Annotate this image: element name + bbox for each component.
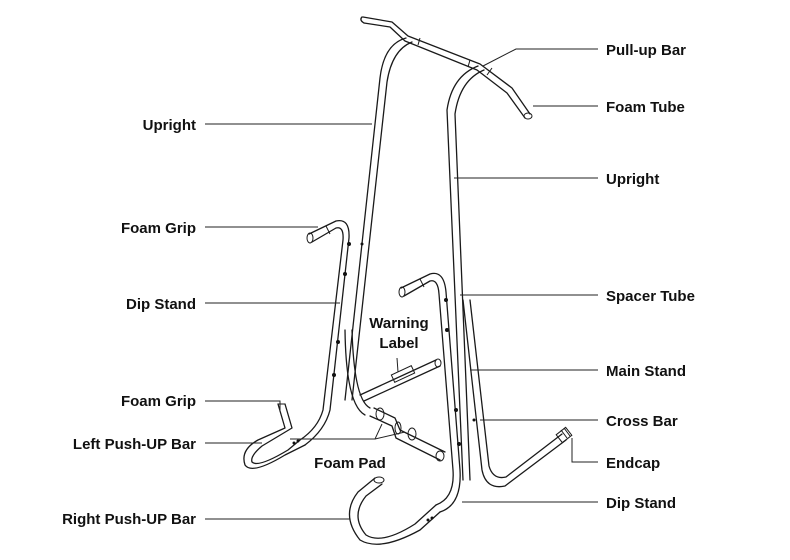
label-warning-line2: Label bbox=[379, 335, 418, 352]
left-push-up-bar-shape bbox=[243, 403, 306, 469]
label-pull-up-bar: Pull-up Bar bbox=[606, 42, 686, 59]
right-push-up-bar-shape bbox=[348, 476, 441, 545]
pull-up-bar-shape bbox=[360, 16, 533, 120]
left-dip-stand-shape bbox=[299, 219, 350, 446]
right-dip-stand-shape bbox=[398, 272, 461, 513]
label-foam-grip-lower: Foam Grip bbox=[121, 393, 196, 410]
label-main-stand: Main Stand bbox=[606, 363, 686, 380]
main-stand-shape bbox=[344, 299, 567, 488]
label-endcap: Endcap bbox=[606, 455, 660, 472]
power-tower-illustration bbox=[243, 16, 573, 545]
leader-lines bbox=[205, 48, 598, 520]
label-upright-left: Upright bbox=[143, 117, 196, 134]
label-foam-grip-upper: Foam Grip bbox=[121, 220, 196, 237]
label-right-push-up-bar: Right Push-UP Bar bbox=[62, 511, 196, 528]
label-cross-bar: Cross Bar bbox=[606, 413, 678, 430]
right-upright-shape bbox=[446, 65, 485, 481]
label-dip-stand-left: Dip Stand bbox=[126, 296, 196, 313]
label-warning-line1: Warning bbox=[369, 315, 428, 332]
label-foam-tube: Foam Tube bbox=[606, 99, 685, 116]
label-spacer-tube: Spacer Tube bbox=[606, 288, 695, 305]
label-upright-right: Upright bbox=[606, 171, 659, 188]
label-foam-pad: Foam Pad bbox=[314, 455, 386, 472]
labels: Pull-up Bar Foam Tube Upright Upright Fo… bbox=[62, 42, 695, 528]
bolts bbox=[292, 242, 476, 522]
cross-bar-shape bbox=[359, 358, 446, 462]
label-dip-stand-right: Dip Stand bbox=[606, 495, 676, 512]
endcap-shape bbox=[555, 426, 573, 444]
label-left-push-up-bar: Left Push-UP Bar bbox=[73, 436, 196, 453]
left-upright-shape bbox=[344, 37, 413, 401]
